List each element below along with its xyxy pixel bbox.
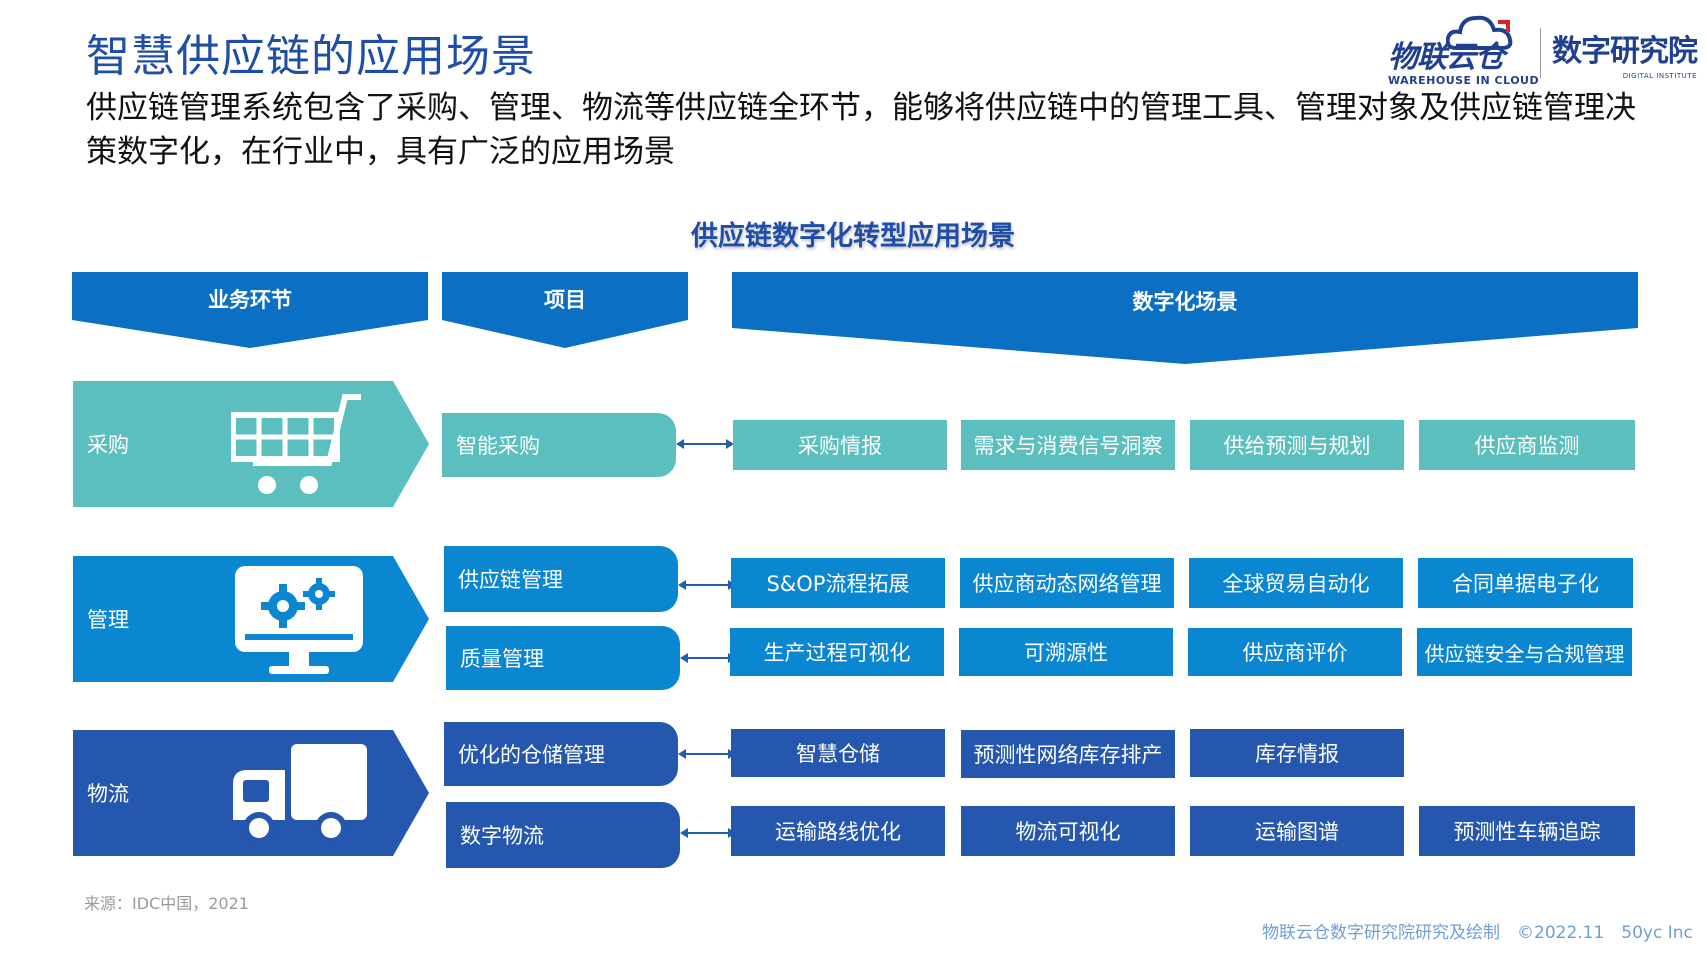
- truck-icon: [233, 744, 367, 844]
- header-scene-shape: [732, 272, 1638, 364]
- scene-box: 供应链安全与合规管理: [1417, 628, 1632, 676]
- scene-box: 合同单据电子化: [1418, 558, 1633, 608]
- credit-note: 物联云仓数字研究院研究及绘制 ©2022.11 50yc Inc: [1262, 923, 1693, 943]
- scene-box: 预测性车辆追踪: [1419, 806, 1635, 856]
- scene-box: 供应商监测: [1419, 420, 1635, 470]
- brand-logo-en: WAREHOUSE IN CLOUD: [1388, 74, 1540, 87]
- item-digital-logistics: 数字物流: [446, 802, 680, 868]
- scene-box: 采购情报: [733, 420, 947, 470]
- stage-procurement: 采购: [73, 381, 429, 507]
- scene-box: S&OP流程拓展: [731, 558, 945, 608]
- header-item-label: 项目: [544, 288, 586, 312]
- scene-box: 运输路线优化: [731, 806, 945, 856]
- stage-logistics: 物流: [73, 730, 429, 856]
- connector-arrow: [678, 749, 736, 759]
- monitor-gears-icon: [235, 566, 363, 674]
- institute-logo-cn: 数字研究院: [1552, 34, 1698, 69]
- scene-box: 智慧仓储: [731, 729, 945, 777]
- diagram-title: 供应链数字化转型应用场景: [691, 221, 1015, 252]
- item-warehouse-management: 优化的仓储管理: [444, 722, 678, 786]
- logo-divider: [1540, 28, 1541, 78]
- shopping-cart-icon: [231, 394, 361, 494]
- page-title: 智慧供应链的应用场景: [86, 31, 536, 82]
- connector-arrow: [678, 580, 736, 590]
- scene-box: 运输图谱: [1190, 806, 1404, 856]
- scene-box: 供应商动态网络管理: [960, 558, 1174, 608]
- connector-arrow: [676, 439, 734, 449]
- item-smart-procurement: 智能采购: [442, 413, 676, 477]
- header-item: 项目: [442, 272, 688, 348]
- header-scene: 数字化场景: [732, 272, 1638, 364]
- scene-box: 库存情报: [1190, 729, 1404, 777]
- connector-arrow: [680, 653, 736, 663]
- item-quality-management: 质量管理: [446, 626, 680, 690]
- brand-logo-cn: 物联云仓: [1388, 40, 1505, 75]
- header-stage-shape: [72, 272, 428, 348]
- scene-box: 生产过程可视化: [730, 628, 944, 676]
- scene-box: 全球贸易自动化: [1189, 558, 1403, 608]
- stage-management-label: 管理: [87, 608, 129, 632]
- institute-logo: 数字研究院 DIGITAL INSTITUTE: [1552, 26, 1698, 80]
- institute-logo-en: DIGITAL INSTITUTE: [1622, 72, 1697, 80]
- item-supply-chain-management: 供应链管理: [444, 546, 678, 612]
- stage-logistics-label: 物流: [87, 782, 129, 806]
- stage-management: 管理: [73, 556, 429, 682]
- scene-box: 需求与消费信号洞察: [961, 420, 1175, 470]
- header-scene-label: 数字化场景: [1132, 290, 1238, 314]
- scene-box: 预测性网络库存排产: [961, 730, 1175, 778]
- stage-procurement-label: 采购: [87, 433, 129, 457]
- source-note: 来源：IDC中国，2021: [84, 894, 249, 913]
- cloud-icon: [1446, 15, 1513, 50]
- connector-arrow: [680, 828, 736, 838]
- scene-box: 供给预测与规划: [1190, 420, 1404, 470]
- scene-box: 可溯源性: [959, 628, 1173, 676]
- header-item-shape: [442, 272, 688, 348]
- page-subtitle: 供应链管理系统包含了采购、管理、物流等供应链全环节，能够将供应链中的管理工具、管…: [86, 90, 1636, 170]
- scene-box: 物流可视化: [961, 806, 1175, 856]
- brand-logo: 物联云仓 WAREHOUSE IN CLOUD: [1388, 12, 1539, 87]
- header-stage-label: 业务环节: [208, 288, 292, 312]
- header-stage: 业务环节: [72, 272, 428, 348]
- scene-box: 供应商评价: [1188, 628, 1402, 676]
